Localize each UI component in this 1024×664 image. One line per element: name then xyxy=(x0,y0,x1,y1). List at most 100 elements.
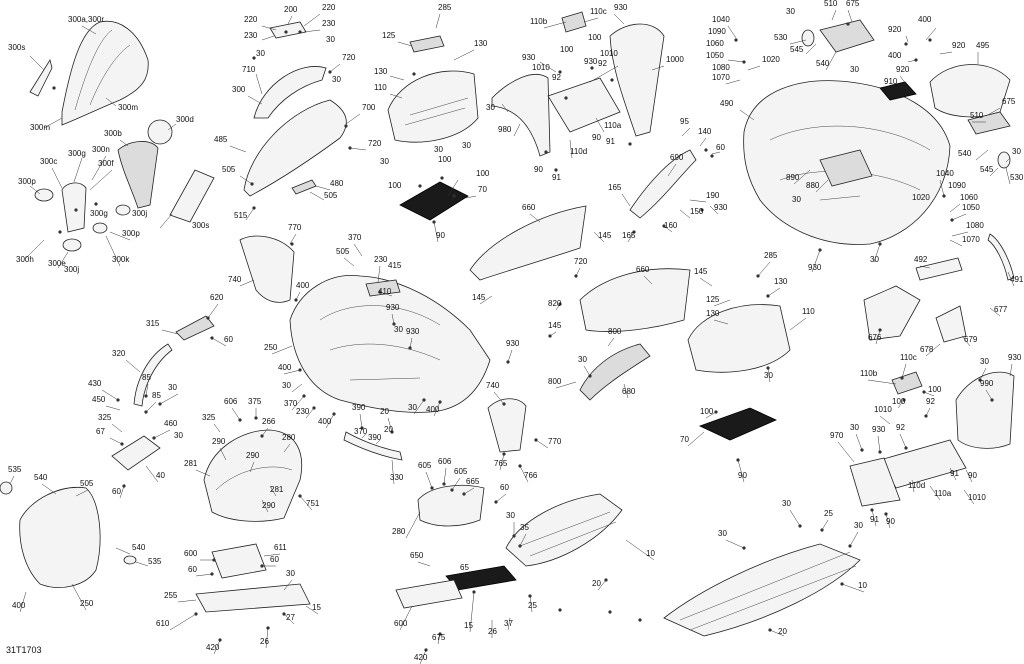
part-690-support xyxy=(629,149,697,219)
leader-line xyxy=(271,345,293,355)
leader-line xyxy=(905,35,909,43)
leader-line xyxy=(177,599,197,603)
callout-label: 25 xyxy=(528,601,537,610)
callout-label: 400 xyxy=(278,363,292,372)
callout-label: 145 xyxy=(694,267,708,276)
part-110b-clip xyxy=(561,11,587,33)
part-535-grommet-right xyxy=(123,555,137,565)
leader-line xyxy=(245,207,255,221)
callout-label: 290 xyxy=(262,501,276,510)
leader-line xyxy=(9,475,15,485)
leader-line xyxy=(283,579,293,591)
part-530-lens-top xyxy=(801,29,815,47)
callout-label: 281 xyxy=(184,459,198,468)
fastener-dot xyxy=(846,22,850,26)
part-710-hood xyxy=(253,66,327,119)
fastener-dot xyxy=(924,414,928,418)
fastener-dot xyxy=(472,590,476,594)
leader-line xyxy=(25,239,45,259)
leader-line xyxy=(979,367,987,381)
leader-line xyxy=(495,493,507,503)
leader-line xyxy=(261,35,275,41)
callout-label: 680 xyxy=(622,387,636,396)
part-300a-detail xyxy=(74,29,131,111)
callout-label: 30 xyxy=(980,357,989,366)
callout-label: 30 xyxy=(408,403,417,412)
fastener-dot xyxy=(210,336,214,340)
callout-label: 90 xyxy=(592,133,601,142)
leader-line xyxy=(145,401,157,413)
callout-label: 315 xyxy=(146,319,160,328)
callout-label: 140 xyxy=(698,127,712,136)
callout-label: 751 xyxy=(306,499,320,508)
leader-line xyxy=(849,531,859,547)
leader-line xyxy=(519,533,527,547)
leader-line xyxy=(879,415,891,425)
callout-label: 110c xyxy=(900,353,917,362)
leader-line xyxy=(989,167,999,177)
part-492-handle xyxy=(915,257,963,281)
part-740-fender-right xyxy=(487,398,527,453)
fastener-dot xyxy=(766,294,770,298)
leader-line xyxy=(923,391,935,397)
leader-line xyxy=(727,59,745,63)
leader-line xyxy=(767,367,771,383)
part-110a-panel xyxy=(547,77,621,133)
leader-line xyxy=(593,231,605,243)
leader-line xyxy=(111,423,123,433)
fastener-dot xyxy=(412,72,416,76)
callout-label: 110a xyxy=(934,489,952,498)
callout-label: 250 xyxy=(264,343,278,352)
part-495-cover xyxy=(929,64,1011,118)
leader-line xyxy=(811,249,821,273)
leader-line xyxy=(291,395,305,411)
fastener-dot xyxy=(52,86,56,90)
leader-line xyxy=(211,337,227,347)
callout-label: 67 xyxy=(96,427,105,436)
callout-label: 1090 xyxy=(948,181,966,190)
callout-label: 400 xyxy=(12,601,26,610)
fastener-dot xyxy=(710,154,714,158)
part-510-lamp xyxy=(967,111,1011,135)
part-660-footwell-upper xyxy=(469,205,587,281)
leader-line xyxy=(493,391,505,405)
callout-label: 165 xyxy=(608,183,622,192)
leader-line xyxy=(709,205,719,215)
fastener-dot xyxy=(194,612,198,616)
callout-label: 300p xyxy=(122,229,140,238)
callout-label: 10 xyxy=(646,549,655,558)
leader-line xyxy=(901,363,907,379)
callout-label: 930 xyxy=(522,53,536,62)
fastener-dot xyxy=(438,400,442,404)
leader-line xyxy=(543,21,567,29)
part-300j-ring-left xyxy=(62,238,82,252)
fastener-dot xyxy=(512,534,516,538)
leader-line xyxy=(479,295,493,305)
leader-line xyxy=(725,539,745,549)
callout-label: 679 xyxy=(964,335,978,344)
leader-line xyxy=(789,39,807,45)
callout-label: 400 xyxy=(888,51,902,60)
callout-label: 740 xyxy=(486,381,500,390)
fastener-dot xyxy=(144,394,148,398)
leader-line xyxy=(145,383,149,397)
callout-label: 150 xyxy=(690,207,704,216)
leader-line xyxy=(951,213,967,221)
callout-label: 890 xyxy=(786,173,800,182)
leader-line xyxy=(513,123,521,137)
callout-label: 100 xyxy=(588,33,602,42)
callout-label: 678 xyxy=(920,345,934,354)
callout-label: 30 xyxy=(282,381,291,390)
callout-label: 300h xyxy=(16,255,34,264)
callout-label: 90 xyxy=(886,517,895,526)
leader-line xyxy=(975,149,989,161)
fastener-dot xyxy=(798,524,802,528)
callout-label: 605 xyxy=(454,467,468,476)
leader-line xyxy=(949,203,961,213)
leader-line xyxy=(443,467,447,485)
leader-line xyxy=(1007,271,1015,287)
callout-label: 20 xyxy=(592,579,601,588)
fastener-dot xyxy=(604,578,608,582)
leader-line xyxy=(145,465,159,483)
callout-label: 91 xyxy=(552,173,561,182)
